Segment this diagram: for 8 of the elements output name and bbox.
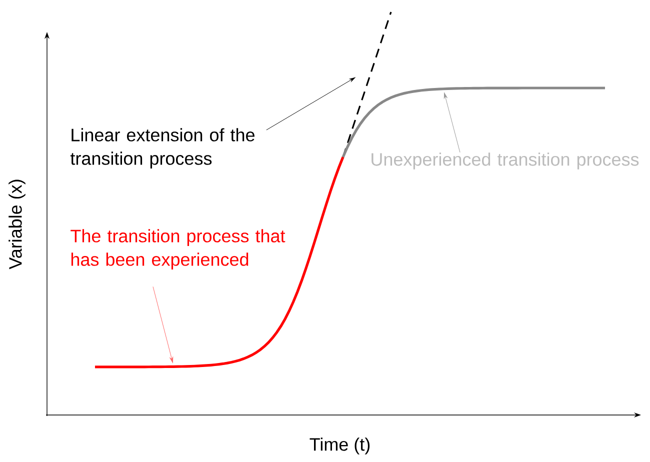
axis-label: Time (t) xyxy=(310,438,370,454)
leader-line xyxy=(266,77,356,130)
annotation-text: The transition process that has been experienced xyxy=(70,229,286,270)
annotation-text: Unexperienced transition process xyxy=(372,152,639,170)
leader-line xyxy=(152,286,174,363)
annotation-text: Linear extension of the transition process xyxy=(70,128,254,168)
axis-label: Variable (x) xyxy=(8,180,26,270)
leader-line xyxy=(444,92,460,153)
